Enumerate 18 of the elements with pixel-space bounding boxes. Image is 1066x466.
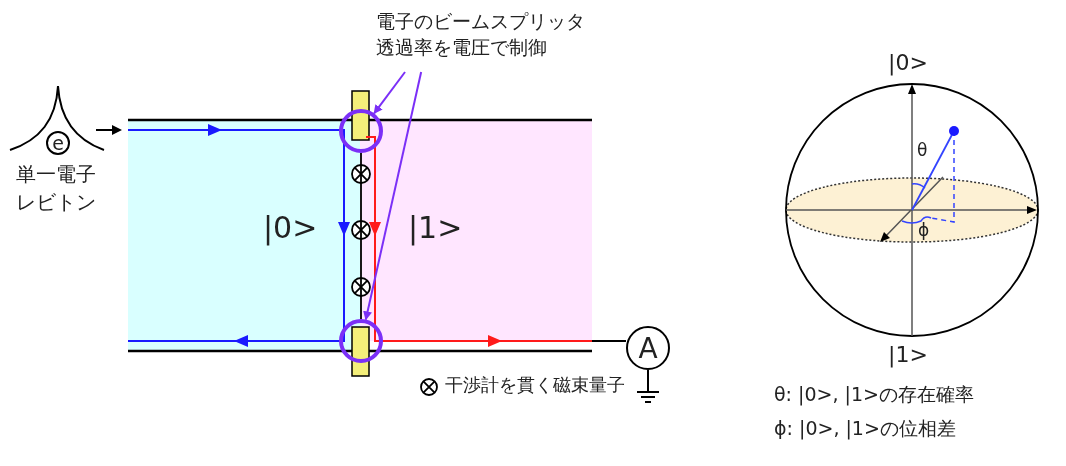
state-label: |1> bbox=[888, 342, 928, 367]
ammeter-symbol: A bbox=[626, 326, 670, 370]
angle-label: ϕ bbox=[918, 220, 930, 240]
caption: θ: |0>, |1>の存在確率 bbox=[774, 382, 974, 408]
wire bbox=[360, 152, 362, 320]
leader-arrow bbox=[373, 71, 407, 115]
state-label: |1> bbox=[408, 210, 463, 245]
state-label: |0> bbox=[888, 50, 928, 75]
beam-splitter-marker bbox=[339, 109, 383, 153]
legend-text: 干渉計を貫く磁束量子 bbox=[445, 373, 625, 397]
node-label: 単一電子レビトン bbox=[15, 161, 97, 216]
beam-splitter-marker bbox=[339, 319, 383, 363]
caption: ϕ: |0>, |1>の位相差 bbox=[774, 416, 956, 442]
state-label: |0> bbox=[263, 210, 318, 245]
leader-arrow bbox=[363, 71, 423, 321]
callout-text: 電子のビームスプリッタ透過率を電圧で制御 bbox=[376, 8, 591, 64]
electron-symbol: e bbox=[46, 131, 70, 155]
angle-label: θ bbox=[917, 140, 928, 160]
